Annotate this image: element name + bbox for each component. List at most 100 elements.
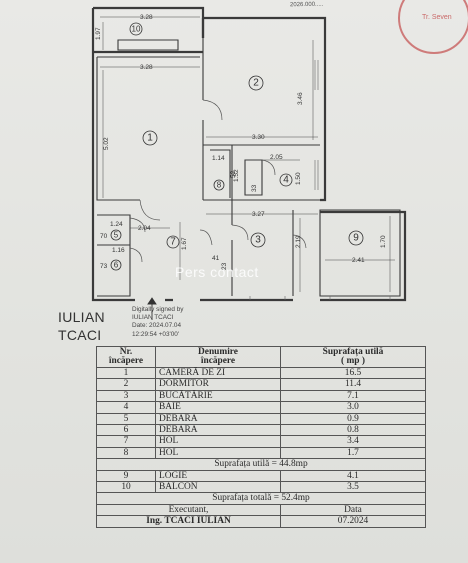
row-nr: 9 [96,469,156,483]
row-nr: 3 [96,389,156,403]
dim-loggia-right: 1.70 [380,235,387,248]
room-number-9: 9 [353,233,359,244]
dim-kitchen-wall-a: 41 [212,255,220,262]
grand-total: Suprafața totală = 52.4mp [96,492,426,505]
header-area: Suprafața utilă ( mp ) [280,346,426,368]
executant-label: Executant, [96,503,281,517]
floor-plan: 3.28 1.97 3.28 5.02 3.46 3.30 1.14 2.05 … [91,6,407,320]
row-name: LOGIE [155,469,281,483]
row-nr: 10 [96,481,156,494]
row-name: BUCĂTĂRIE [155,389,281,403]
room-number-2: 2 [253,78,259,89]
row-area: 4.1 [280,469,426,483]
dim-closet2-depth: 73 [100,263,108,270]
signer-last-name: TCACI [58,327,102,343]
digital-signature-info: Digitally signed by IULIAN TCACI Date: 2… [132,306,184,339]
dim-closet2-width: 1.16 [112,247,125,254]
dim-kitchen-width: 3.27 [252,211,265,218]
executant-label-row: Executant,Data [96,503,426,517]
row-area: 7.1 [280,389,426,403]
table-header-row: Nr. încăpere Denumire încăpere Suprafața… [96,346,426,368]
dim-hall-width: 1.14 [212,155,225,162]
door-swings [129,99,307,263]
grand-total-row: Suprafața totală = 52.4mp [96,492,426,505]
row-name: CAMERĂ DE ZI [155,366,281,380]
row-name: BAIE [155,401,281,414]
row-name: DEBARA [155,412,281,426]
window-marks [249,60,391,300]
room-marker-5 [110,229,122,241]
dim-closet-width: 1.24 [110,221,123,228]
dim-bath-width: 2.05 [270,154,283,161]
dim-balcony-width: 3.28 [140,14,153,21]
useful-total-row: Suprafața utilă = 44.8mp [96,458,426,471]
dim-bedroom-depth: 3.46 [297,92,304,105]
room-marker-9 [348,230,364,246]
row-nr: 4 [96,401,156,414]
header-nr: Nr. încăpere [96,346,156,368]
surface-table: Nr. încăpere Denumire încăpere Suprafața… [96,346,426,528]
room-number-1: 1 [147,133,153,144]
row-name: BALCON [155,481,281,494]
row-name: HOL [155,446,281,460]
row-area: 11.4 [280,378,426,391]
sig-line-3: Date: 2024.07.04 [132,322,182,330]
row-area: 3.4 [280,435,426,448]
room-number-10: 10 [132,25,141,34]
row-name: DORMITOR [155,378,281,391]
row-nr: 1 [96,366,156,380]
room-marker-8 [213,179,225,191]
room-marker-2 [248,75,264,91]
row-area: 16.5 [280,366,426,380]
room-marker-6 [110,259,122,271]
sig-line-4: 12:29:54 +03'00' [132,330,180,338]
room-marker-7 [166,235,180,249]
room-markers: 1 2 3 4 5 6 7 8 9 10 [110,22,364,271]
row-nr: 5 [96,412,156,426]
dim-bath-inner: 33 [251,184,258,192]
row-area: 3.5 [280,481,426,494]
row-area: 0.8 [280,424,426,437]
interior-walls [96,38,401,297]
executant-name: Ing. TCACI IULIAN [96,515,281,528]
date-label: Data [280,503,426,517]
row-area: 3.0 [280,401,426,414]
room-marker-1 [142,130,158,146]
dim-hall-depth: 1.67 [181,237,188,250]
dim-hall-length: 2.04 [138,225,151,232]
sig-line-1: Digitally signed by [132,306,184,313]
signer-name-block: IULIAN TCACI [58,308,105,344]
dim-kitchen-wall-b: 23 [221,262,228,270]
header-name: Denumire încăpere [155,346,281,368]
room-number-5: 5 [114,231,119,240]
sig-line-2: IULIAN TCACI [132,314,174,322]
room-number-6: 6 [114,261,119,270]
dim-loggia-left: 2.19 [295,235,302,248]
row-nr: 2 [96,378,156,391]
row-area: 1.7 [280,446,426,460]
useful-total: Suprafața utilă = 44.8mp [96,458,426,471]
row-name: HOL [155,435,281,448]
floor-plan-drawing: 3.28 1.97 3.28 5.02 3.46 3.30 1.14 2.05 … [91,6,407,320]
room-number-7: 7 [170,237,176,248]
dim-bath-side: 1.50 [295,172,302,185]
official-stamp: Tr. Seven [398,0,468,54]
room-number-8: 8 [217,181,222,190]
row-name: DEBARA [155,424,281,437]
room-marker-4 [279,173,293,187]
stamp-text: Tr. Seven [422,14,452,21]
dim-bath-depth: 1.52 [233,169,240,182]
exterior-walls [91,6,407,302]
signer-first-name: IULIAN [58,309,105,325]
dim-living-width: 3.28 [140,64,153,71]
